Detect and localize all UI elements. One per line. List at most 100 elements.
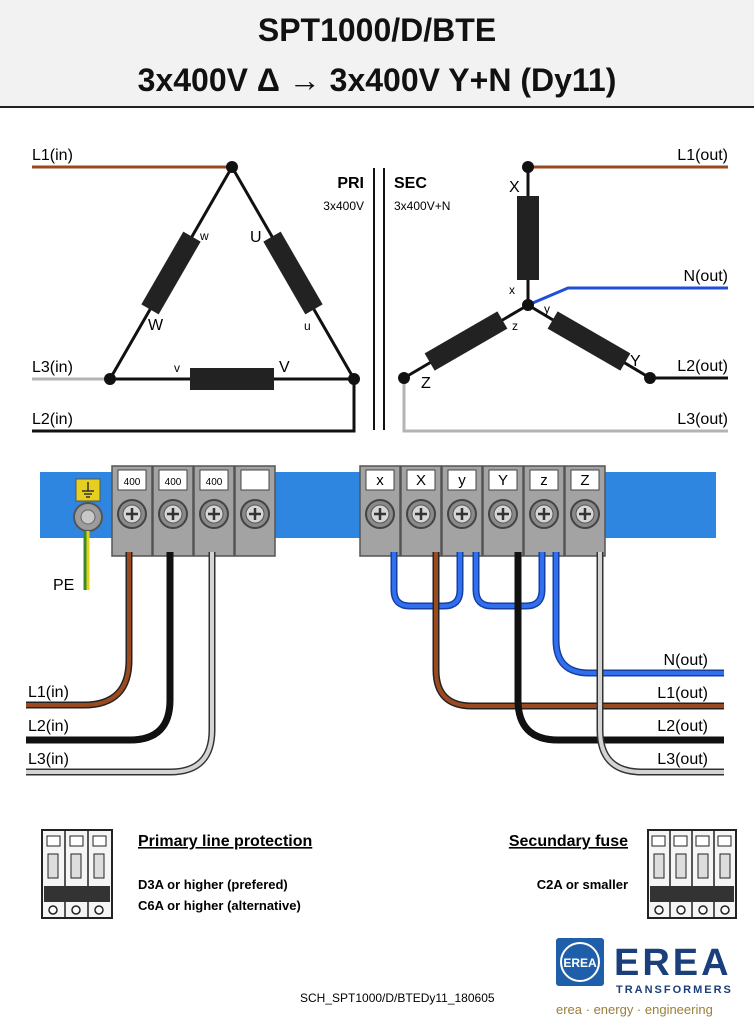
product-title: SPT1000/D/BTE: [257, 12, 497, 48]
pe-screw-head: [80, 509, 96, 525]
l2-in-line: [32, 379, 356, 433]
terminal-w-small: w: [199, 229, 209, 243]
pe-label: PE: [53, 577, 74, 594]
terminal-z-small: z: [512, 319, 518, 333]
l2-in-label: L2(in): [32, 411, 73, 428]
jumper-x-y-outline: [390, 552, 464, 610]
secondary-fuse-title: Secundary fuse: [509, 833, 628, 850]
secondary-breaker-icon: [647, 829, 737, 919]
secondary-terminal-marker: [488, 469, 518, 491]
l1-out-label: L1(out): [677, 147, 728, 164]
jumper-y-z-outline: [472, 552, 546, 610]
wires: L1(in) L2(in) L3(in) N(out) L1(out) L2(o…: [26, 552, 724, 776]
node-l2: [348, 373, 360, 385]
erea-logo-mark: [556, 938, 604, 986]
terminal-W: W: [148, 317, 164, 334]
delta-triangle: [107, 163, 357, 381]
primary-terminal-marker-label: 400: [124, 477, 141, 488]
brand-name: EREA: [614, 942, 732, 984]
schematic: L1(in) L3(in) L2(in) w W U u v V PRI 3x4…: [32, 147, 728, 433]
secondary-terminal-marker-label: Z: [580, 472, 589, 489]
l1-in-label: L1(in): [32, 147, 73, 164]
primary-terminal-marker-label: 400: [165, 477, 182, 488]
jumper-x-y: [392, 552, 462, 608]
terminal-Y: Y: [630, 353, 641, 370]
terminal-v-small: v: [174, 361, 180, 375]
secondary-terminal-marker: [406, 469, 436, 491]
terminal-V: V: [279, 359, 290, 376]
primary-protection-title: Primary line protection: [138, 833, 312, 850]
brand-subtitle: TRANSFORMERS: [616, 984, 733, 996]
node-l3: [104, 373, 116, 385]
l2-out-label: L2(out): [677, 358, 728, 375]
secondary-terminal-marker: [447, 469, 477, 491]
l3-out-line: [402, 378, 728, 433]
primary-voltage: 3x400V: [323, 199, 364, 213]
terminal-X: X: [509, 179, 520, 196]
primary-protection-line2: C6A or higher (alternative): [138, 898, 301, 913]
winding-x: [517, 196, 539, 280]
node-out-l3: [398, 372, 410, 384]
secondary-terminal-0[interactable]: x: [359, 465, 401, 557]
winding-u: [263, 231, 323, 315]
secondary-terminal-marker: [365, 469, 395, 491]
node-star: [522, 299, 534, 311]
primary-terminal-marker: [240, 469, 270, 491]
document-code: SCH_SPT1000/D/BTEDy11_180605: [300, 991, 495, 1005]
l2-out-wire: [514, 552, 724, 744]
l2-in-wire: [26, 552, 174, 744]
primary-terminal-2[interactable]: 400: [193, 465, 235, 557]
terminal-x-small: x: [509, 283, 515, 297]
l1-in-wire: [26, 552, 131, 707]
jumper-y-z: [474, 552, 544, 608]
l3-out-label: L3(out): [677, 411, 728, 428]
secondary-terminal-2[interactable]: y: [441, 465, 483, 557]
secondary-label: SEC: [394, 175, 427, 192]
primary-breaker-icon: [41, 829, 113, 919]
secondary-terminal-3[interactable]: Y: [482, 465, 524, 557]
secondary-terminal-marker: [529, 469, 559, 491]
secondary-terminal-marker-label: y: [458, 472, 466, 489]
primary-label: PRI: [337, 175, 364, 192]
secondary-voltage: 3x400V+N: [394, 199, 450, 213]
terminal-u-small: u: [304, 319, 311, 333]
secondary-terminal-5[interactable]: Z: [564, 465, 606, 557]
l1-in-wire-outline: [26, 552, 133, 709]
brand-tagline: erea · energy · engineering: [556, 1002, 713, 1017]
l3-out-wire: [598, 552, 724, 774]
l3-out-wire-label: L3(out): [657, 751, 708, 768]
l1-out-wire-label: L1(out): [657, 685, 708, 702]
primary-terminal-marker-label: 400: [206, 477, 223, 488]
l3-in-wire-label: L3(in): [28, 751, 69, 768]
primary-terminal-3[interactable]: [234, 465, 276, 557]
l1-out-wire: [434, 552, 724, 708]
primary-terminal-0[interactable]: 400: [111, 465, 153, 557]
terminal-y-small: y: [544, 302, 550, 316]
winding-y: [547, 311, 631, 371]
secondary-terminal-4[interactable]: z: [523, 465, 565, 557]
terminal-U: U: [250, 229, 262, 246]
protection-section: Primary line protection D3A or higher (p…: [41, 829, 737, 919]
node-out-l2: [644, 372, 656, 384]
secondary-terminal-1[interactable]: X: [400, 465, 442, 557]
l2-out-wire-label: L2(out): [657, 718, 708, 735]
l2-in-wire-label: L2(in): [28, 718, 69, 735]
secondary-terminal-marker-label: X: [416, 472, 426, 489]
configuration-title: 3x400V Δ → 3x400V Y+N (Dy11): [137, 62, 617, 98]
n-out-wire: [554, 552, 724, 675]
secondary-fuse-line1: C2A or smaller: [537, 877, 628, 892]
footer: SCH_SPT1000/D/BTEDy11_180605 EREA EREA T…: [300, 938, 733, 1017]
l3-in-label: L3(in): [32, 359, 73, 376]
winding-z: [424, 311, 508, 371]
node-out-l1: [522, 161, 534, 173]
terminal-Z: Z: [421, 375, 431, 392]
primary-protection-line1: D3A or higher (prefered): [138, 877, 288, 892]
secondary-terminal-marker-label: x: [376, 472, 384, 489]
primary-terminal-marker: [199, 469, 229, 491]
secondary-terminal-marker-label: z: [540, 472, 548, 489]
primary-terminal-1[interactable]: 400: [152, 465, 194, 557]
l3-in-wire: [26, 552, 214, 774]
